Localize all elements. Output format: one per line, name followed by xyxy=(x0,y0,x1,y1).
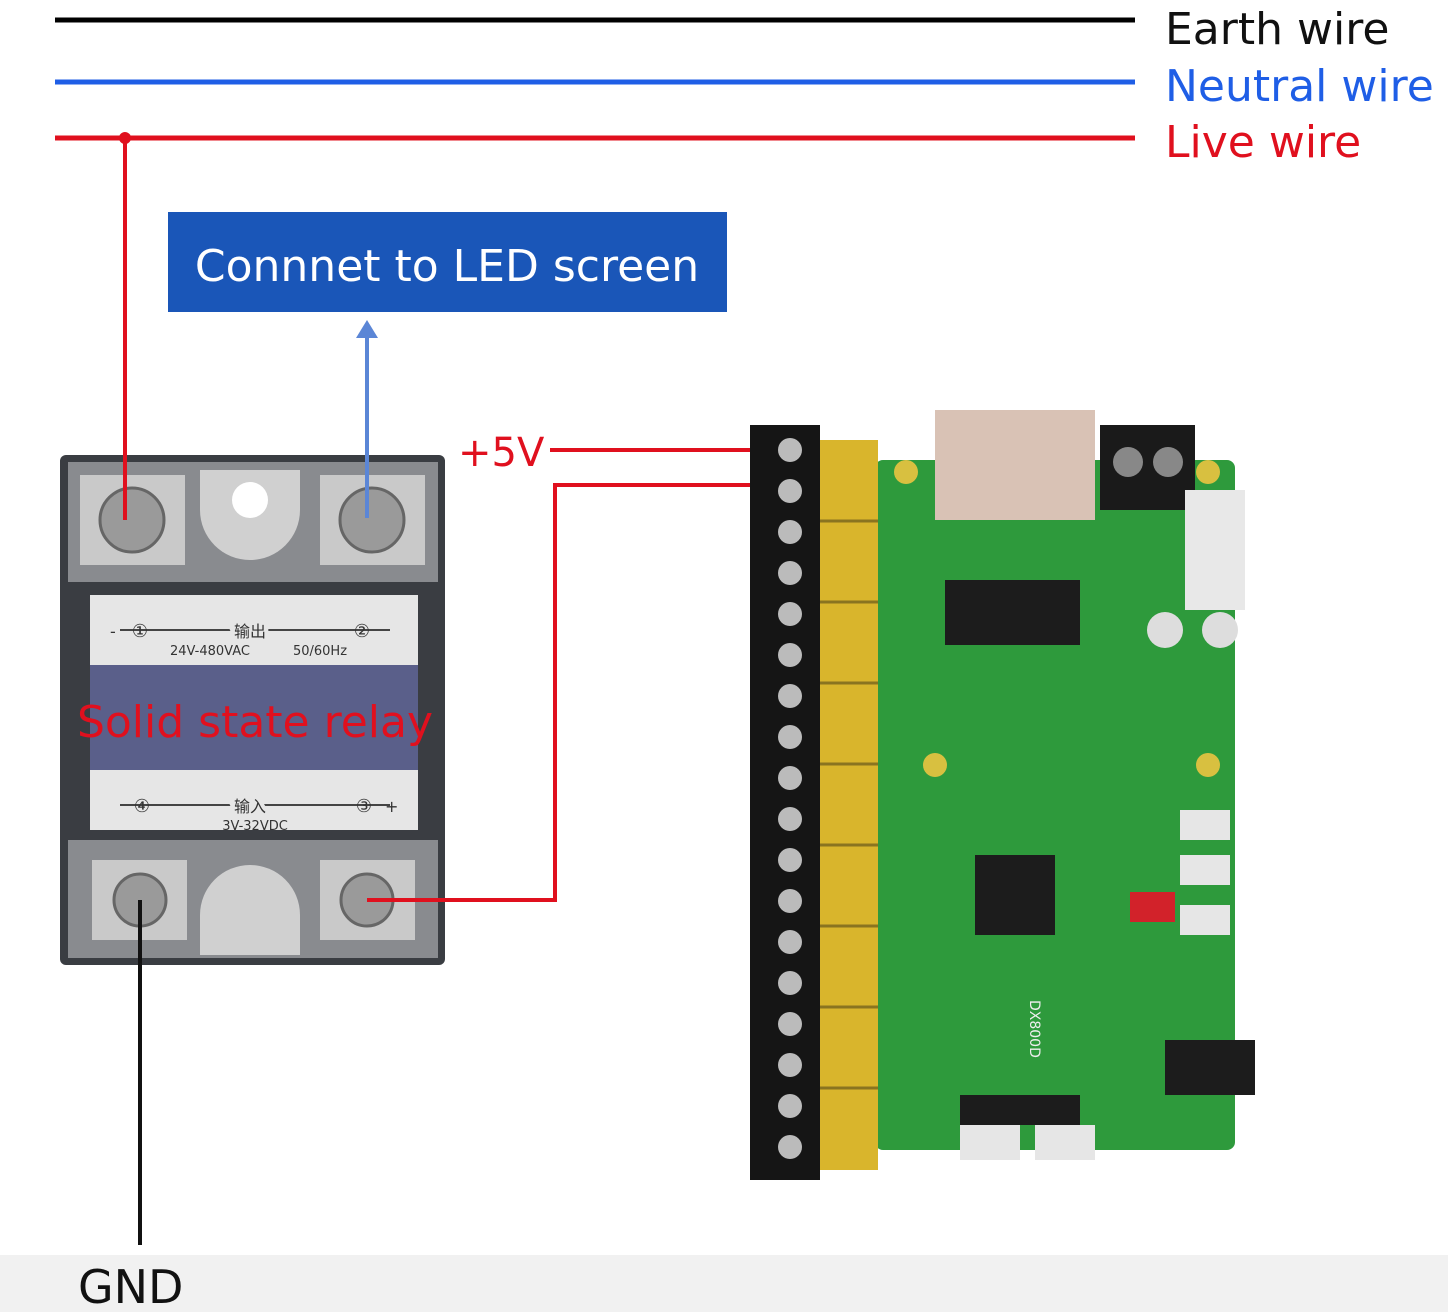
led-screen-box xyxy=(168,212,727,312)
terminal-screw-icon xyxy=(778,807,802,831)
svg-text:-: - xyxy=(110,622,116,641)
terminal-screw-icon xyxy=(778,1012,802,1036)
svg-text:①: ① xyxy=(132,621,148,642)
svg-text:②: ② xyxy=(354,621,370,642)
junction-dot xyxy=(119,132,131,144)
terminal-screw-icon xyxy=(778,766,802,790)
earth-wire-label: Earth wire xyxy=(1165,4,1389,55)
terminal-screw-icon xyxy=(778,930,802,954)
svg-text:+: + xyxy=(385,797,398,816)
board-to-relay-wire xyxy=(367,483,785,902)
svg-text:④: ④ xyxy=(134,796,150,817)
relay-bank xyxy=(820,440,878,1170)
terminal-screw-icon xyxy=(778,889,802,913)
terminal-screw-icon xyxy=(778,643,802,667)
screw-1-icon xyxy=(98,486,166,554)
terminal-screw-icon xyxy=(778,602,802,626)
terminal-screws xyxy=(778,438,878,1159)
svg-text:输出: 输出 xyxy=(234,622,266,641)
screw-2-icon xyxy=(338,486,406,554)
terminal-screw-icon xyxy=(778,971,802,995)
terminal-screw-icon xyxy=(778,725,802,749)
terminal-screw-icon xyxy=(778,848,802,872)
terminal-screw-icon xyxy=(778,479,802,503)
terminal-screw-icon xyxy=(778,561,802,585)
terminal-screw-icon xyxy=(778,684,802,708)
plus-5v-label: +5V xyxy=(458,430,545,476)
terminal-screw-icon xyxy=(778,1135,802,1159)
solid-state-relay: ① ② ④ ③ 输出 输入 24V-480VAC 50/60Hz 3V-32VD… xyxy=(60,455,445,965)
controller-board: DX800D xyxy=(750,410,1255,1180)
terminal-screw-icon xyxy=(778,438,802,462)
svg-text:3V-32VDC: 3V-32VDC xyxy=(222,819,288,834)
svg-text:输入: 输入 xyxy=(234,797,266,816)
terminal-screw-icon xyxy=(778,1094,802,1118)
terminal-screw-icon xyxy=(778,520,802,544)
arrow-up-icon xyxy=(356,320,378,338)
gnd-label: GND xyxy=(78,1260,183,1312)
svg-text:DX800D: DX800D xyxy=(1026,1000,1042,1058)
live-wire-label: Live wire xyxy=(1165,117,1361,168)
terminal-screw-icon xyxy=(778,1053,802,1077)
bottom-strip xyxy=(0,1255,1448,1312)
svg-text:③: ③ xyxy=(356,796,372,817)
led-screen-label: Connnet to LED screen xyxy=(195,241,699,292)
svg-text:50/60Hz: 50/60Hz xyxy=(293,644,347,659)
svg-text:24V-480VAC: 24V-480VAC xyxy=(170,644,250,659)
relay-label: Solid state relay xyxy=(77,697,433,748)
ethernet-port-icon xyxy=(935,410,1095,520)
neutral-wire-label: Neutral wire xyxy=(1165,61,1434,112)
